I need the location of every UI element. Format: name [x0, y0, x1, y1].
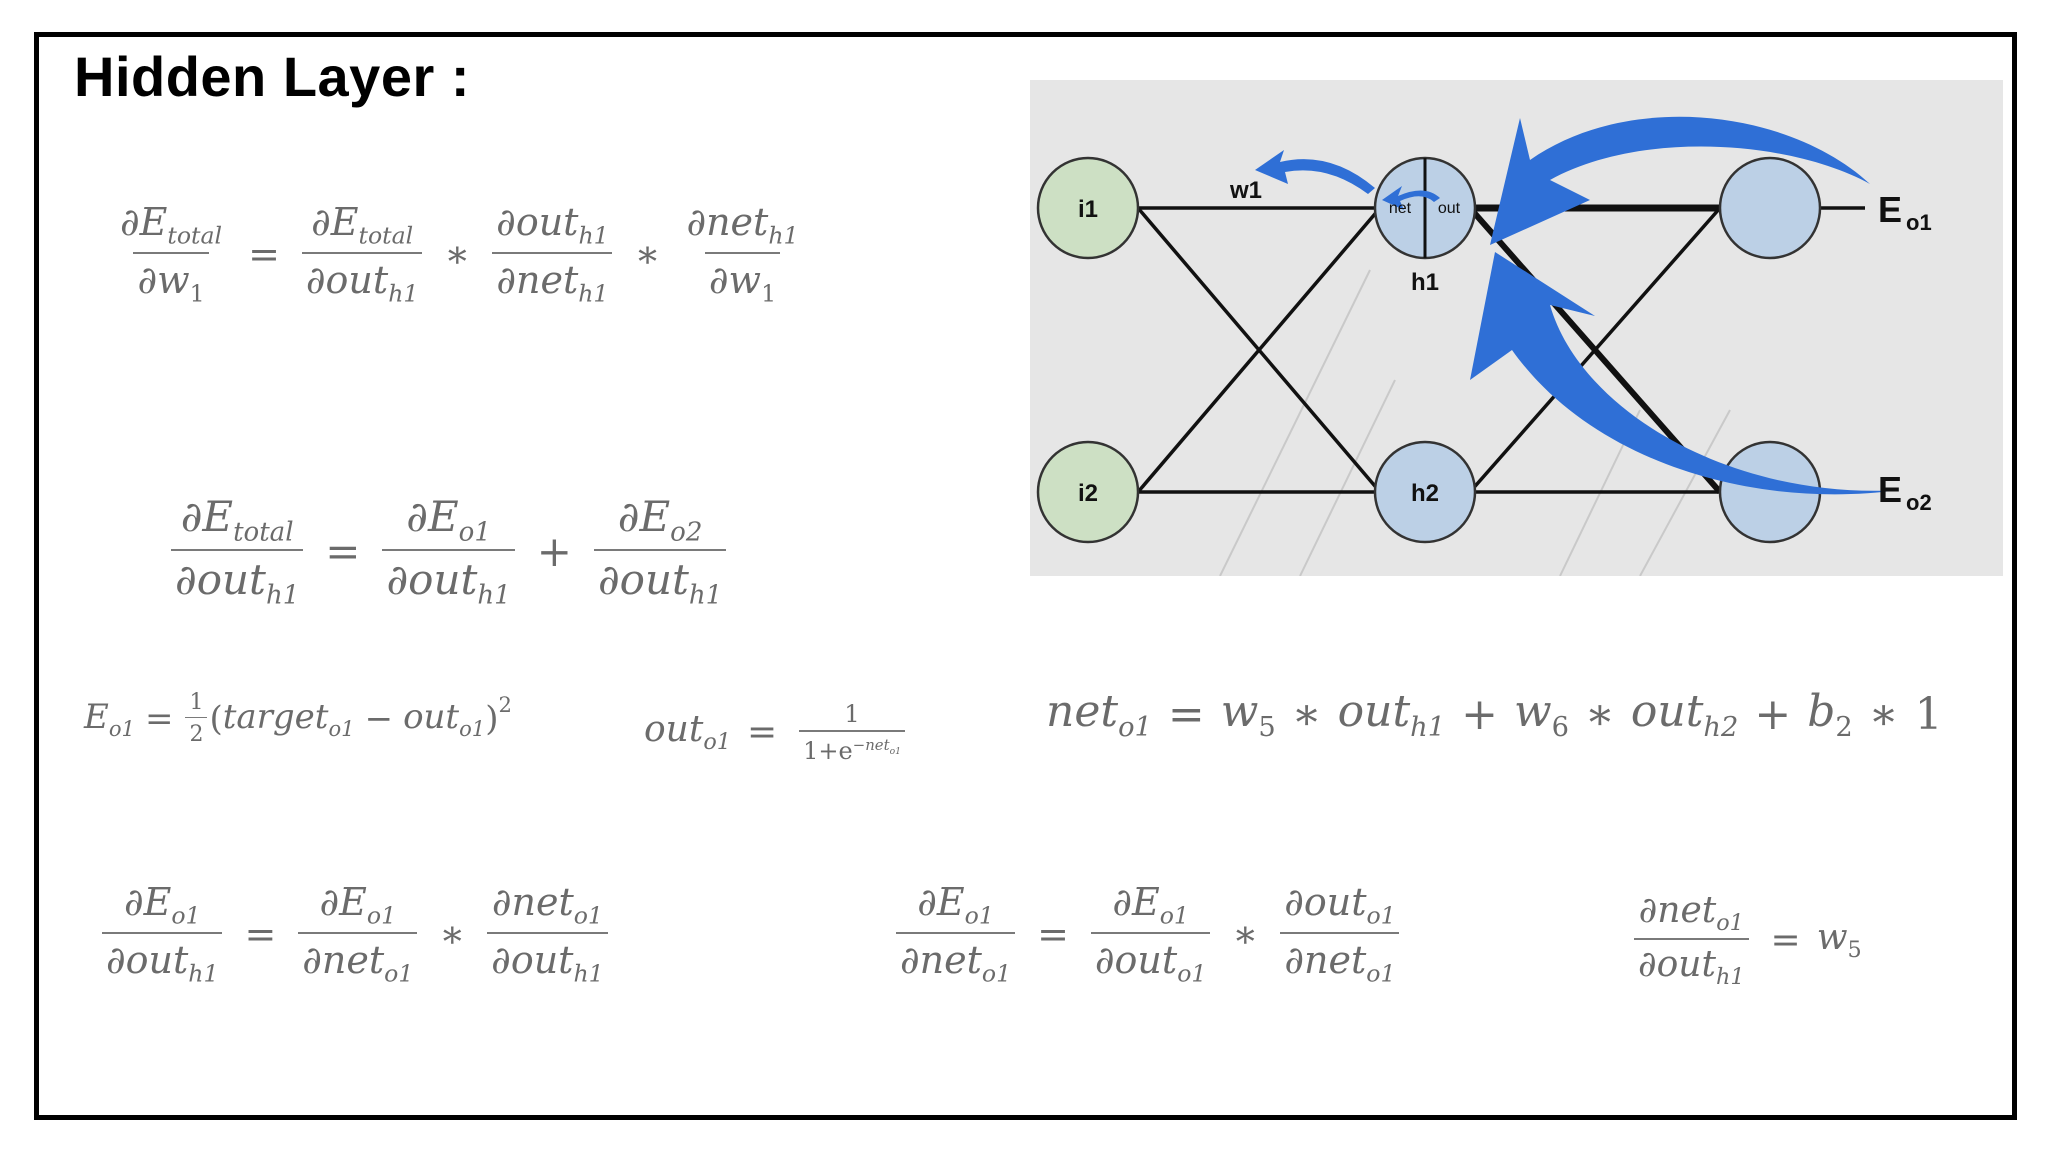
- equation-5: neto1= w5∗outh1+ w6∗outh2+ b2∗1: [1046, 686, 1943, 743]
- label-i1: i1: [1078, 196, 1098, 223]
- equation-8: ∂neto1∂outh1 = w5: [1628, 890, 1862, 990]
- arrow-error-o1: [1490, 116, 1870, 245]
- node-i2: [1036, 440, 1140, 544]
- equation-2: ∂Etotal∂outh1 = ∂Eo1∂outh1 + ∂Eo2∂outh1: [165, 492, 732, 611]
- node-o1: [1718, 156, 1822, 260]
- equation-1: ∂Etotal∂w1 = ∂Etotal∂outh1 ∗ ∂outh1∂neth…: [120, 200, 799, 308]
- equation-6: ∂Eo1∂outh1 = ∂Eo1∂neto1 ∗ ∂neto1∂outh1: [96, 880, 614, 987]
- label-h1: h1: [1411, 269, 1439, 296]
- label-eo2: E: [1878, 469, 1902, 510]
- arrow-to-w1: [1255, 150, 1375, 194]
- label-eo1: E: [1878, 189, 1902, 230]
- equation-7: ∂Eo1∂neto1 = ∂Eo1∂outo1 ∗ ∂outo1∂neto1: [890, 880, 1406, 987]
- label-h2: h2: [1411, 480, 1439, 507]
- label-h1-net: net: [1389, 200, 1412, 217]
- node-h2: [1373, 440, 1477, 544]
- label-h1-out: out: [1438, 200, 1461, 217]
- edge-h2-o1: [1468, 206, 1722, 494]
- label-w1: w1: [1229, 177, 1262, 204]
- network-connections: [1136, 204, 1865, 494]
- node-i1: [1036, 156, 1140, 260]
- label-eo2-sub: o2: [1906, 490, 1932, 515]
- arrow-error-o2: [1470, 252, 1900, 495]
- label-i2: i2: [1078, 480, 1098, 507]
- neural-network-diagram: i1 i2 h2 h1 w1 E o1 E o2 net out: [1030, 80, 2003, 576]
- arrow-out-to-net: [1382, 186, 1440, 210]
- edge-i2-h1: [1136, 206, 1382, 494]
- page-title: Hidden Layer :: [74, 45, 470, 108]
- label-eo1-sub: o1: [1906, 210, 1932, 235]
